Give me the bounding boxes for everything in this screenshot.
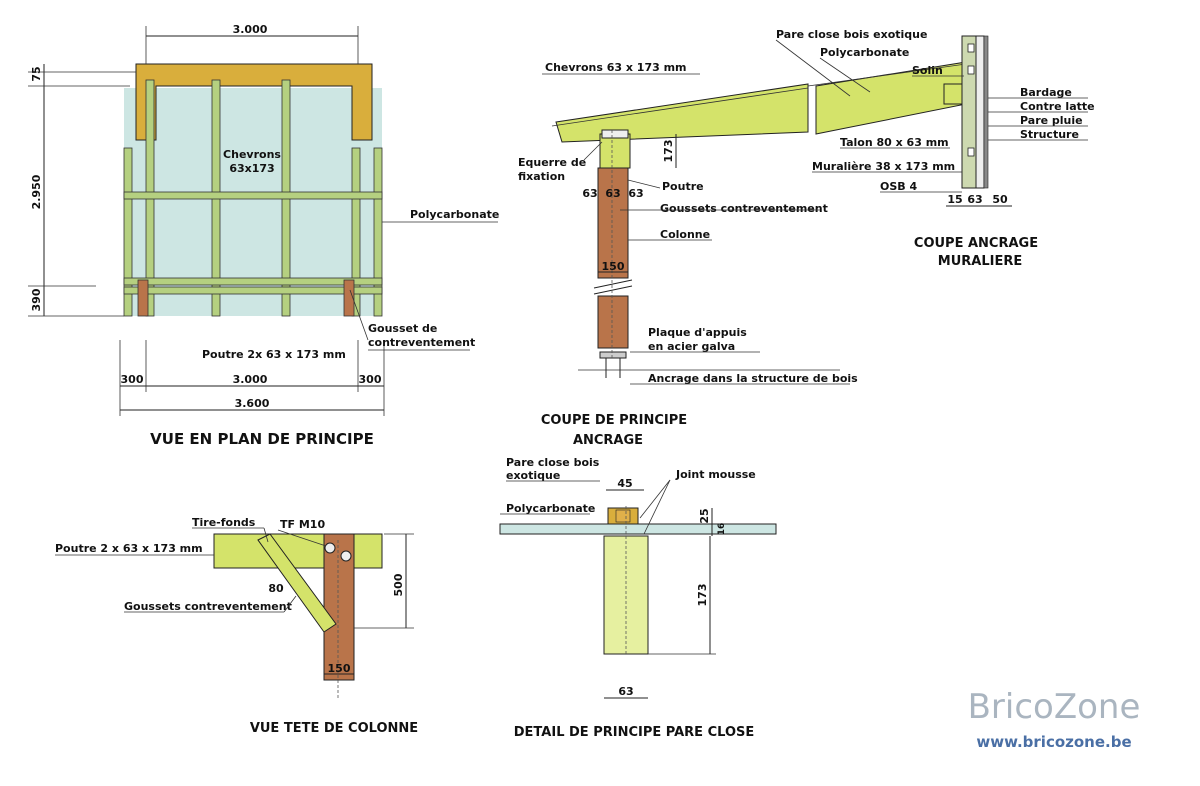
watermark-logo: BricoZone bbox=[968, 687, 1141, 727]
rafter-section bbox=[555, 83, 809, 143]
bolt bbox=[340, 550, 352, 562]
pare-close-title: DETAIL DE PRINCIPE PARE CLOSE bbox=[514, 725, 754, 740]
gousset bbox=[137, 279, 149, 317]
label-bardage: Bardage bbox=[1020, 86, 1072, 99]
top-beam bbox=[135, 63, 373, 141]
dim-top-width: 3.000 bbox=[233, 23, 268, 36]
tete-colonne-title: VUE TETE DE COLONNE bbox=[250, 721, 418, 736]
label-chevrons-size: 63x173 bbox=[229, 162, 274, 175]
column bbox=[597, 167, 629, 279]
label-polycarbonate-detail: Polycarbonate bbox=[506, 502, 595, 515]
label-pare-close-detail-2: exotique bbox=[506, 469, 560, 482]
dim-50: 50 bbox=[992, 193, 1008, 206]
label-poutre-coupe: Poutre bbox=[662, 180, 704, 193]
dim-63b: 63 bbox=[605, 187, 620, 200]
rafter bbox=[373, 147, 383, 317]
label-chevrons-coupe: Chevrons 63 x 173 mm bbox=[545, 61, 687, 74]
label-equerre-2: fixation bbox=[518, 170, 565, 183]
label-ancrage: Ancrage dans la structure de bois bbox=[648, 372, 858, 385]
label-polycarbonate: Polycarbonate bbox=[410, 208, 499, 221]
structure bbox=[975, 35, 985, 189]
label-colonne: Colonne bbox=[660, 228, 710, 241]
dim-173: 173 bbox=[662, 140, 675, 163]
label-pare-close-bois: Pare close bois exotique bbox=[776, 28, 927, 41]
label-poutre-tete: Poutre 2 x 63 x 173 mm bbox=[55, 542, 203, 555]
beam-side bbox=[213, 533, 383, 569]
coupe-ancrage-title-2: ANCRAGE bbox=[573, 433, 643, 448]
purlin bbox=[123, 191, 383, 200]
dim-80: 80 bbox=[268, 582, 284, 595]
dim-right-300: 300 bbox=[359, 373, 382, 386]
dim-25: 25 bbox=[698, 508, 711, 523]
polycarbonate-sheet bbox=[499, 523, 777, 535]
label-talon: Talon 80 x 63 mm bbox=[840, 136, 949, 149]
bottom-beam bbox=[123, 286, 383, 295]
rafter bbox=[123, 147, 133, 317]
bolt bbox=[324, 542, 336, 554]
dim-15: 15 bbox=[947, 193, 962, 206]
dim-63c: 63 bbox=[628, 187, 643, 200]
label-poutre: Poutre 2x 63 x 173 mm bbox=[202, 348, 346, 361]
coupe-ancrage: Chevrons 63 x 173 mm Equerre de fixation… bbox=[518, 61, 858, 448]
label-tire-fonds: Tire-fonds bbox=[192, 516, 256, 529]
dim-173-detail: 173 bbox=[696, 584, 709, 607]
label-gousset-2: contreventement bbox=[368, 336, 475, 349]
bardage bbox=[983, 35, 989, 189]
base-plate bbox=[599, 351, 627, 359]
dim-390: 390 bbox=[30, 288, 43, 311]
coupe-ancrage-title: COUPE DE PRINCIPE bbox=[541, 413, 687, 428]
dim-500: 500 bbox=[392, 573, 405, 596]
dim-150: 150 bbox=[602, 260, 625, 273]
plan-title: VUE EN PLAN DE PRINCIPE bbox=[150, 430, 374, 448]
label-plaque-2: en acier galva bbox=[648, 340, 735, 353]
dim-total: 3.600 bbox=[235, 397, 270, 410]
dim-63-detail: 63 bbox=[618, 685, 633, 698]
dim-63-mur: 63 bbox=[967, 193, 982, 206]
label-muraliere: Muralière 38 x 173 mm bbox=[812, 160, 955, 173]
label-goussets-tete: Goussets contreventement bbox=[124, 600, 292, 613]
label-joint: Joint mousse bbox=[675, 468, 756, 481]
label-pare-close-detail: Pare close bois bbox=[506, 456, 600, 469]
label-osb: OSB 4 bbox=[880, 180, 917, 193]
label-equerre: Equerre de bbox=[518, 156, 586, 169]
beam-section bbox=[599, 133, 631, 169]
dim-75: 75 bbox=[30, 66, 43, 81]
bracket bbox=[601, 129, 629, 139]
label-polycarbonate-mur: Polycarbonate bbox=[820, 46, 909, 59]
bottom-beam bbox=[123, 277, 383, 286]
coupe-muraliere-title-2: MURALIERE bbox=[938, 254, 1022, 269]
label-chevrons: Chevrons bbox=[223, 148, 281, 161]
label-contre-latte: Contre latte bbox=[1020, 100, 1095, 113]
label-gousset: Gousset de bbox=[368, 322, 437, 335]
label-solin: Solin bbox=[912, 64, 943, 77]
label-plaque: Plaque d'appuis bbox=[648, 326, 747, 339]
label-pare-pluie: Pare pluie bbox=[1020, 114, 1083, 127]
gousset bbox=[343, 279, 355, 317]
dim-left-300: 300 bbox=[121, 373, 144, 386]
dim-mid-3000: 3.000 bbox=[233, 373, 268, 386]
detail-pare-close: Pare close bois exotique Joint mousse Po… bbox=[499, 456, 777, 740]
dim-45: 45 bbox=[617, 477, 632, 490]
label-structure: Structure bbox=[1020, 128, 1079, 141]
watermark-url[interactable]: www.bricozone.be bbox=[976, 733, 1131, 751]
rafter bbox=[351, 147, 361, 317]
dim-16: 16 bbox=[717, 523, 727, 536]
dim-63a: 63 bbox=[582, 187, 597, 200]
coupe-muraliere: Pare close bois exotique Polycarbonate S… bbox=[775, 28, 1095, 269]
dim-150-tete: 150 bbox=[328, 662, 351, 675]
label-goussets-coupe: Goussets contreventement bbox=[660, 202, 828, 215]
coupe-muraliere-title: COUPE ANCRAGE bbox=[914, 236, 1038, 251]
dim-2950: 2.950 bbox=[30, 174, 43, 209]
label-tf-m10: TF M10 bbox=[280, 518, 325, 531]
muraliere bbox=[961, 35, 977, 189]
column-lower bbox=[597, 295, 629, 349]
plan-view: 3.000 75 2.950 390 300 3.000 300 3.600 C… bbox=[28, 23, 499, 448]
tete-colonne: Tire-fonds TF M10 Poutre 2 x 63 x 173 mm… bbox=[55, 516, 418, 736]
